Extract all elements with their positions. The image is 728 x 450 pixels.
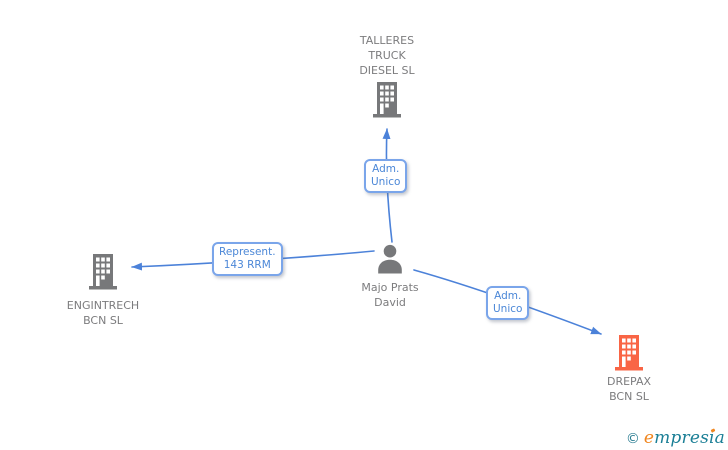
person-name-line: David xyxy=(374,296,406,309)
company-name-line: TRUCK xyxy=(368,49,406,62)
edge-label-line: Unico xyxy=(493,303,523,315)
edge-label-line: Adm. xyxy=(494,290,522,302)
brand-letters: mpres xyxy=(654,428,710,448)
building-icon xyxy=(89,254,117,290)
brand-letter-i: i xyxy=(709,428,715,448)
person-node-majo-prats-david[interactable]: Majo Prats David xyxy=(320,244,460,310)
edge-label-line: Unico xyxy=(371,176,401,188)
edge-label-line: Represent. xyxy=(219,246,276,258)
building-icon xyxy=(615,335,643,371)
edge-label-adm-unico-top: Adm. Unico xyxy=(364,159,408,193)
company-node-engintrech[interactable]: ENGINTRECH BCN SL xyxy=(33,254,173,328)
brand-letter: a xyxy=(714,428,725,448)
empresia-logo[interactable]: © empresia xyxy=(626,428,725,448)
edge-label-line: 143 RRM xyxy=(223,259,271,271)
company-name-line: DREPAX xyxy=(606,375,652,388)
edge-label-line: Adm. xyxy=(372,163,400,175)
copyright-icon: © xyxy=(625,431,640,447)
company-name-line: BCN SL xyxy=(83,314,123,327)
company-node-drepax[interactable]: DREPAX BCN SL xyxy=(559,335,699,404)
brand-letter: e xyxy=(643,428,655,448)
edge-label-represent-143-rrm: Represent. 143 RRM xyxy=(212,242,283,276)
person-name-line: Majo Prats xyxy=(361,281,419,294)
brand-name: empresia xyxy=(644,428,725,448)
building-icon xyxy=(373,82,401,118)
company-name-line: BCN SL xyxy=(609,390,649,403)
company-name-line: ENGINTRECH xyxy=(66,299,140,312)
company-node-talleres[interactable]: TALLERES TRUCK DIESEL SL xyxy=(317,33,457,118)
company-name-line: TALLERES xyxy=(359,34,415,47)
person-icon xyxy=(378,244,402,274)
company-name-line: DIESEL SL xyxy=(359,64,415,77)
edge-label-adm-unico-right: Adm. Unico xyxy=(486,286,530,320)
